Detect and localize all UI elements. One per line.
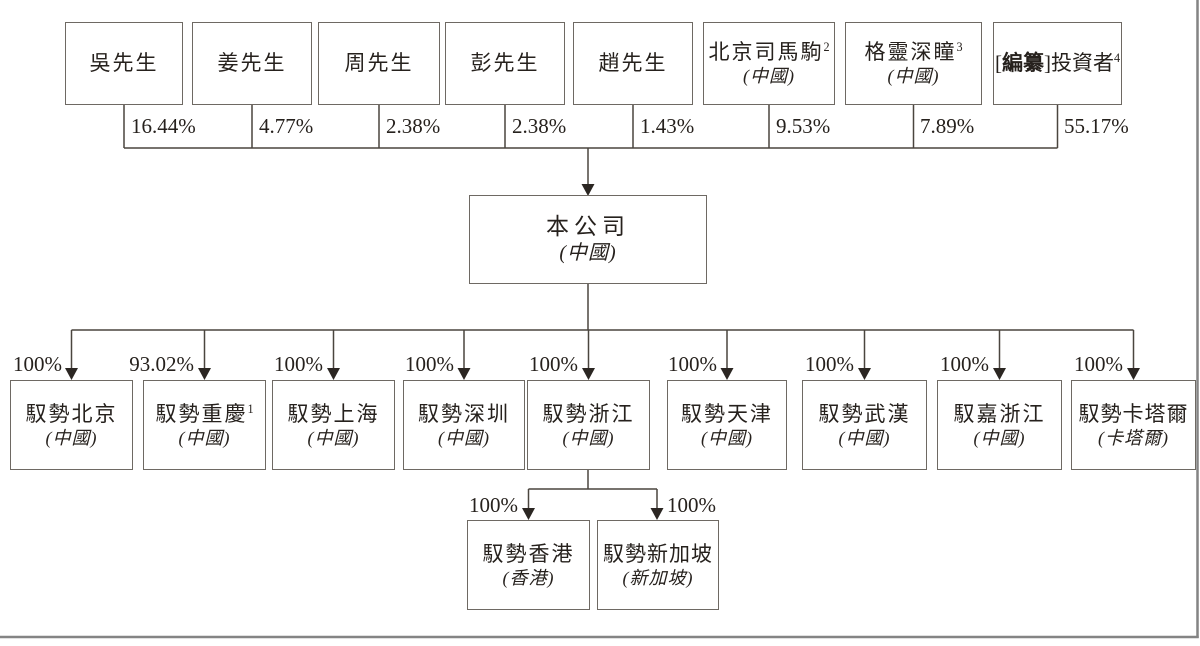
entity-jurisdiction: (中國) — [701, 427, 753, 448]
entity-jurisdiction: (香港) — [502, 567, 555, 588]
entity-jurisdiction: (中國) — [838, 427, 891, 448]
entity-name: 馭勢香港 — [482, 541, 575, 566]
ownership-percentage-label: 100% — [668, 352, 717, 376]
entity-name: 本公司 — [546, 213, 630, 239]
footnote-marker: 2 — [823, 40, 830, 55]
entity-name: 馭勢浙江 — [542, 401, 635, 426]
subsidiary-box-shanghai: 馭勢上海 (中國) — [272, 380, 395, 470]
ownership-percentage-label: 2.38% — [512, 114, 567, 138]
entity-name: 姜先生 — [217, 51, 287, 76]
ownership-percentage-label: 16.44% — [131, 114, 196, 138]
ownership-percentage-label: 9.53% — [776, 114, 831, 138]
redacted-label: 編纂 — [1001, 51, 1044, 76]
ownership-percentage-label: 100% — [940, 352, 989, 376]
ownership-percentage-label: 100% — [405, 352, 454, 376]
entity-name: 馭嘉浙江 — [953, 401, 1046, 426]
entity-name: 馭勢武漢 — [818, 401, 911, 426]
subsidiary-box-hongkong: 馭勢香港 (香港) — [467, 520, 590, 610]
ownership-percentage-label: 4.77% — [259, 114, 314, 138]
subsidiary-connectors — [70, 284, 1135, 369]
subsidiary-box-beijing: 馭勢北京 (中國) — [10, 380, 133, 470]
entity-name: 周先生 — [344, 51, 414, 76]
entity-jurisdiction: (卡塔爾) — [1098, 427, 1169, 448]
arrowhead-company — [581, 184, 595, 196]
ownership-percentage-label: 100% — [805, 352, 854, 376]
entity-name: 趙先生 — [598, 51, 668, 76]
ownership-percentage-label: 55.17% — [1064, 114, 1129, 138]
entity-jurisdiction: (中國) — [438, 427, 490, 448]
entity-jurisdiction: (中國) — [45, 427, 98, 448]
entity-name: 馭勢新加坡 — [603, 541, 713, 566]
ownership-percentage-label: 100% — [1074, 352, 1123, 376]
entity-jurisdiction: (中國) — [178, 427, 231, 448]
entity-name: 馭勢卡塔爾 — [1078, 401, 1189, 426]
shareholder-box-zhao: 趙先生 — [573, 22, 693, 105]
shareholder-box-peng: 彭先生 — [445, 22, 565, 105]
entity-jurisdiction: (中國) — [559, 242, 617, 265]
subsidiary-box-chongqing: 馭勢重慶1 (中國) — [143, 380, 266, 470]
ownership-percentage-label: 100% — [13, 352, 62, 376]
subsidiary-box-zhejiang: 馭勢浙江 (中國) — [527, 380, 650, 470]
footnote-marker: 1 — [247, 401, 254, 416]
entity-jurisdiction: (中國) — [973, 427, 1026, 448]
entity-name: 馭勢上海 — [287, 401, 380, 426]
subsidiary-box-wuhan: 馭勢武漢 (中國) — [802, 380, 927, 470]
ownership-percentage-label: 100% — [667, 493, 716, 517]
entity-name: 格靈深瞳3 — [864, 40, 963, 65]
subsidiary-box-yujia-zhejiang: 馭嘉浙江 (中國) — [937, 380, 1062, 470]
ownership-percentage-label: 100% — [529, 352, 578, 376]
entity-jurisdiction: (中國) — [743, 66, 795, 87]
subsidiary-box-tianjin: 馭勢天津 (中國) — [667, 380, 787, 470]
shareholder-box-investors: [編纂]投資者4 — [993, 22, 1122, 105]
company-box: 本公司 (中國) — [469, 195, 707, 284]
ownership-percentage-label: 7.89% — [920, 114, 975, 138]
footnote-marker: 3 — [956, 40, 963, 55]
entity-jurisdiction: (中國) — [307, 427, 360, 448]
shareholder-box-geling-shentong: 格靈深瞳3 (中國) — [845, 22, 982, 105]
arrowheads-subsidiaries — [65, 368, 1140, 380]
entity-name: 馭勢天津 — [681, 401, 773, 426]
shareholder-box-jiang: 姜先生 — [192, 22, 312, 105]
subsidiary-box-qatar: 馭勢卡塔爾 (卡塔爾) — [1071, 380, 1196, 470]
entity-jurisdiction: (中國) — [562, 427, 615, 448]
shareholder-box-wu: 吳先生 — [65, 22, 183, 105]
shareholder-connectors — [123, 105, 1059, 185]
shareholder-box-beijing-simaju: 北京司馬駒2 (中國) — [703, 22, 835, 105]
zhejiang-connectors — [527, 470, 658, 509]
entity-jurisdiction: (中國) — [887, 66, 940, 87]
shareholder-box-zhou: 周先生 — [318, 22, 440, 105]
ownership-percentage-label: 100% — [274, 352, 323, 376]
ownership-percentage-label: 93.02% — [129, 352, 194, 376]
entity-name: 馭勢北京 — [25, 401, 118, 426]
footnote-marker: 4 — [1113, 51, 1121, 66]
entity-jurisdiction: (新加坡) — [622, 567, 694, 588]
ownership-percentage-label: 1.43% — [640, 114, 695, 138]
subsidiary-box-shenzhen: 馭勢深圳 (中國) — [403, 380, 525, 470]
entity-name: 馭勢深圳 — [418, 401, 510, 426]
ownership-percentage-label: 100% — [469, 493, 518, 517]
entity-name: 吳先生 — [89, 51, 159, 76]
arrowheads-zhejiang-subs — [522, 508, 664, 520]
ownership-percentage-label: 2.38% — [386, 114, 441, 138]
entity-name: 北京司馬駒2 — [708, 40, 830, 65]
subsidiary-box-singapore: 馭勢新加坡 (新加坡) — [597, 520, 719, 610]
entity-name: 彭先生 — [470, 51, 540, 76]
entity-name: [編纂]投資者4 — [994, 51, 1121, 76]
entity-name: 馭勢重慶1 — [155, 401, 254, 426]
